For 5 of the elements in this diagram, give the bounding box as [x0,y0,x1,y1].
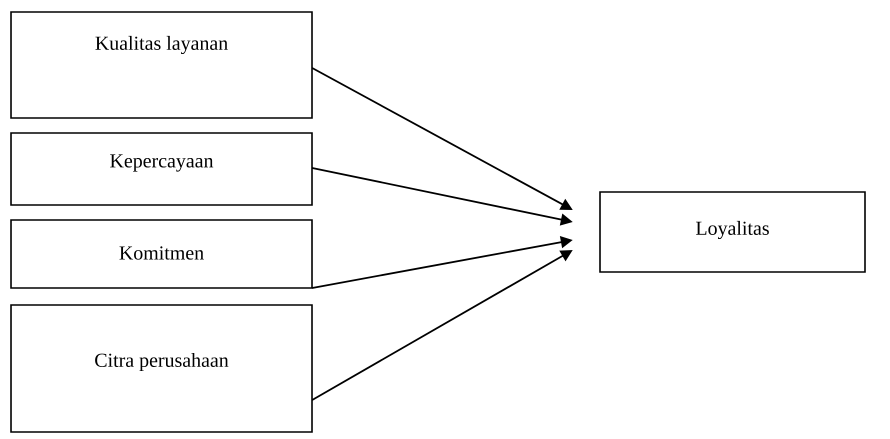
box: Loyalitas [599,191,866,273]
box: Kepercayaan [10,132,313,206]
box: Kualitas layanan [10,11,313,119]
box: Komitmen [10,219,313,289]
box: Citra perusahaan [10,304,313,433]
